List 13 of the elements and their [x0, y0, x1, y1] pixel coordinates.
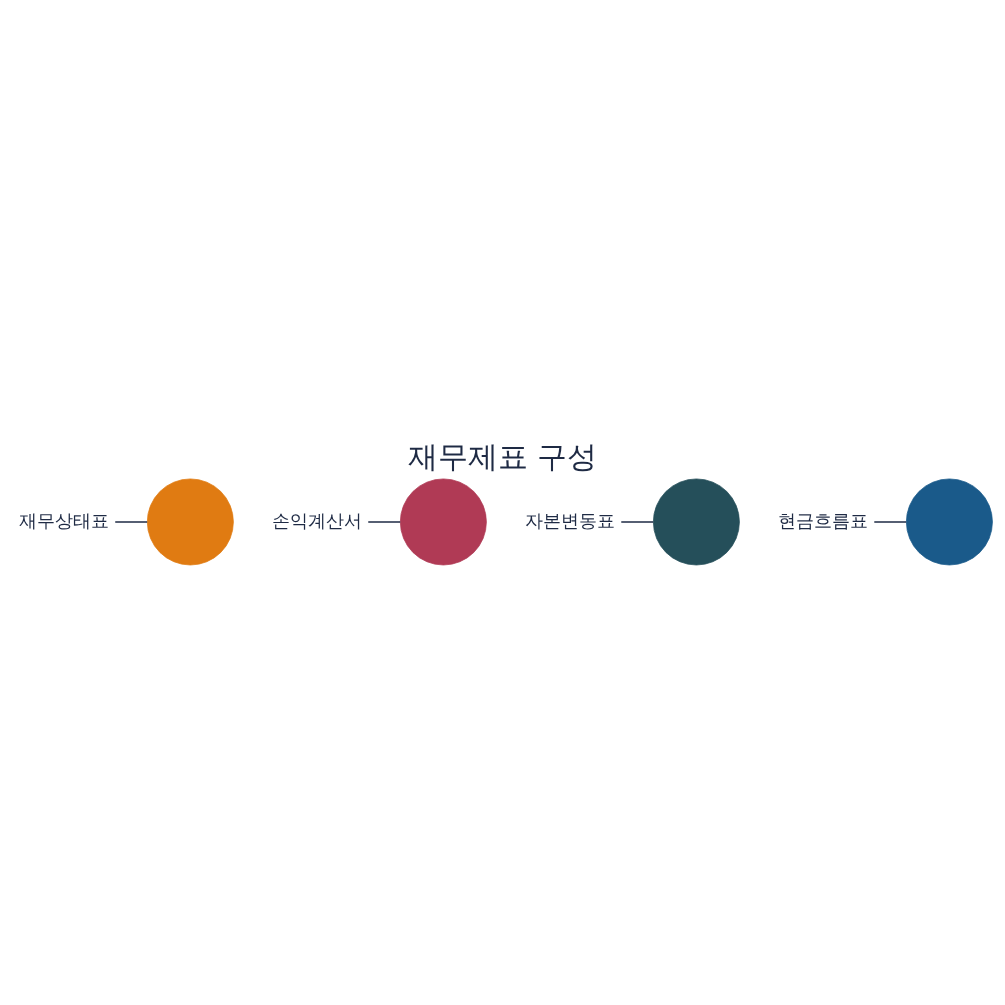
connector — [367, 521, 401, 523]
node-circle — [905, 478, 993, 566]
connector — [114, 521, 148, 523]
node-circle — [399, 478, 487, 566]
node-text: 재무상태표 — [18, 509, 109, 531]
node-circle — [652, 478, 740, 566]
node-text: 손익계산서 — [271, 509, 362, 531]
node-text: 현금흐름표 — [777, 509, 868, 531]
diagram-title: 재무제표 구성 — [407, 438, 598, 474]
node-text: 자본변동표 — [524, 509, 615, 531]
connector — [873, 521, 907, 523]
node-circle — [146, 478, 234, 566]
connector — [620, 521, 654, 523]
